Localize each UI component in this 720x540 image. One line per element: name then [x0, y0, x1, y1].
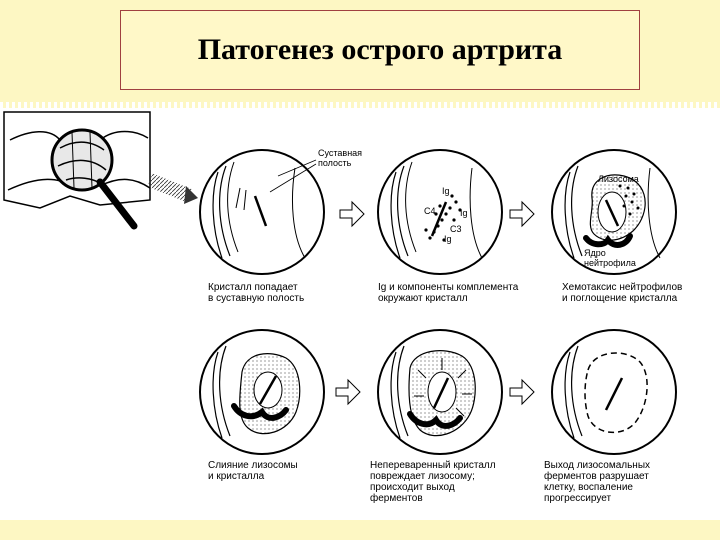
arrow-icon	[340, 202, 364, 226]
stage3-caption-2: и поглощение кристалла	[562, 293, 678, 304]
stage5-circle	[378, 330, 502, 454]
c3-label: C3	[450, 224, 462, 234]
stage2-caption-1: Ig и компоненты комплемента	[378, 282, 519, 293]
stage4-caption-1: Слияние лизосомы	[208, 460, 298, 471]
lysosome-label: Лизосома	[598, 174, 639, 184]
arrow-icon	[510, 380, 534, 404]
stage5-caption-4: ферментов	[370, 492, 423, 504]
stage5-caption-3: происходит выход	[370, 482, 455, 493]
stage4-circle	[200, 330, 324, 454]
c4-label: C4	[424, 206, 436, 216]
stage6-caption-1: Выход лизосомальных	[544, 460, 650, 471]
stage1-caption-2: в суставную полость	[208, 293, 304, 304]
stage4-caption-2: и кристалла	[208, 471, 265, 482]
stage2-circle	[378, 150, 502, 274]
nucleus-label-1: Ядро	[584, 248, 606, 258]
joint-cavity-label-2: полость	[318, 158, 352, 168]
stage6-circle	[552, 330, 676, 454]
ig-label-3: Ig	[444, 234, 452, 244]
arrow-icon	[336, 380, 360, 404]
stage1-circle	[200, 150, 324, 274]
stage2-caption-2: окружают кристалл	[378, 293, 468, 304]
stage5-caption-1: Непереваренный кристалл	[370, 460, 496, 471]
stage6-caption-3: клетку, воспаление	[544, 482, 633, 493]
stage3-caption-1: Хемотаксис нейтрофилов	[562, 281, 682, 293]
nucleus-label-2: нейтрофила	[584, 258, 636, 268]
knee-magnifier-illustration	[4, 112, 198, 226]
stage5-caption-2: повреждает лизосому;	[370, 471, 475, 482]
arrow-icon	[510, 202, 534, 226]
stage3-circle	[552, 150, 676, 274]
ig-label-2: Ig	[460, 208, 468, 218]
joint-cavity-label-1: Суставная	[318, 148, 362, 158]
stage1-caption-1: Кристалл попадает	[208, 282, 298, 293]
stage6-caption-4: прогрессирует	[544, 493, 611, 504]
ig-label-1: Ig	[442, 186, 450, 196]
stage6-caption-2: ферментов разрушает	[544, 470, 649, 482]
